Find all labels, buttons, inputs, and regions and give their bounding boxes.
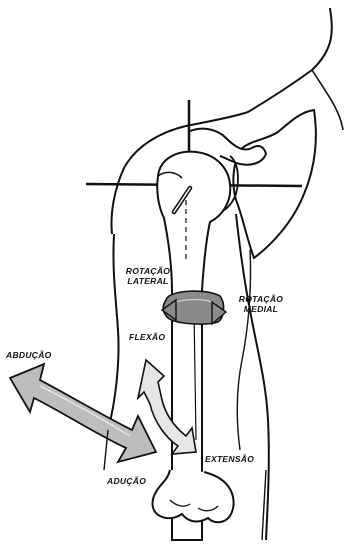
label-rotacao-lateral-line1: ROTAÇÃO [118,266,178,276]
label-abducao: ABDUÇÃO [6,350,52,360]
distal-humerus [153,470,234,522]
label-rotacao-lateral-line2: LATERAL [118,276,178,286]
label-rotacao-medial-line2: MEDIAL [232,304,290,314]
torso-outline [312,70,343,130]
arm-outline-left [108,234,119,430]
label-flexao: FLEXÃO [128,332,166,342]
arm-outline-right [236,214,269,540]
label-rotacao-lateral: ROTAÇÃO LATERAL [118,266,178,286]
label-aducao: ADUÇÃO [106,476,147,486]
label-extensao: EXTENSÃO [204,454,255,464]
label-rotacao-medial-line1: ROTAÇÃO [232,294,290,304]
label-rotacao-medial: ROTAÇÃO MEDIAL [232,294,290,314]
scapula [233,110,315,258]
abduction-adduction-arrow [10,364,156,462]
